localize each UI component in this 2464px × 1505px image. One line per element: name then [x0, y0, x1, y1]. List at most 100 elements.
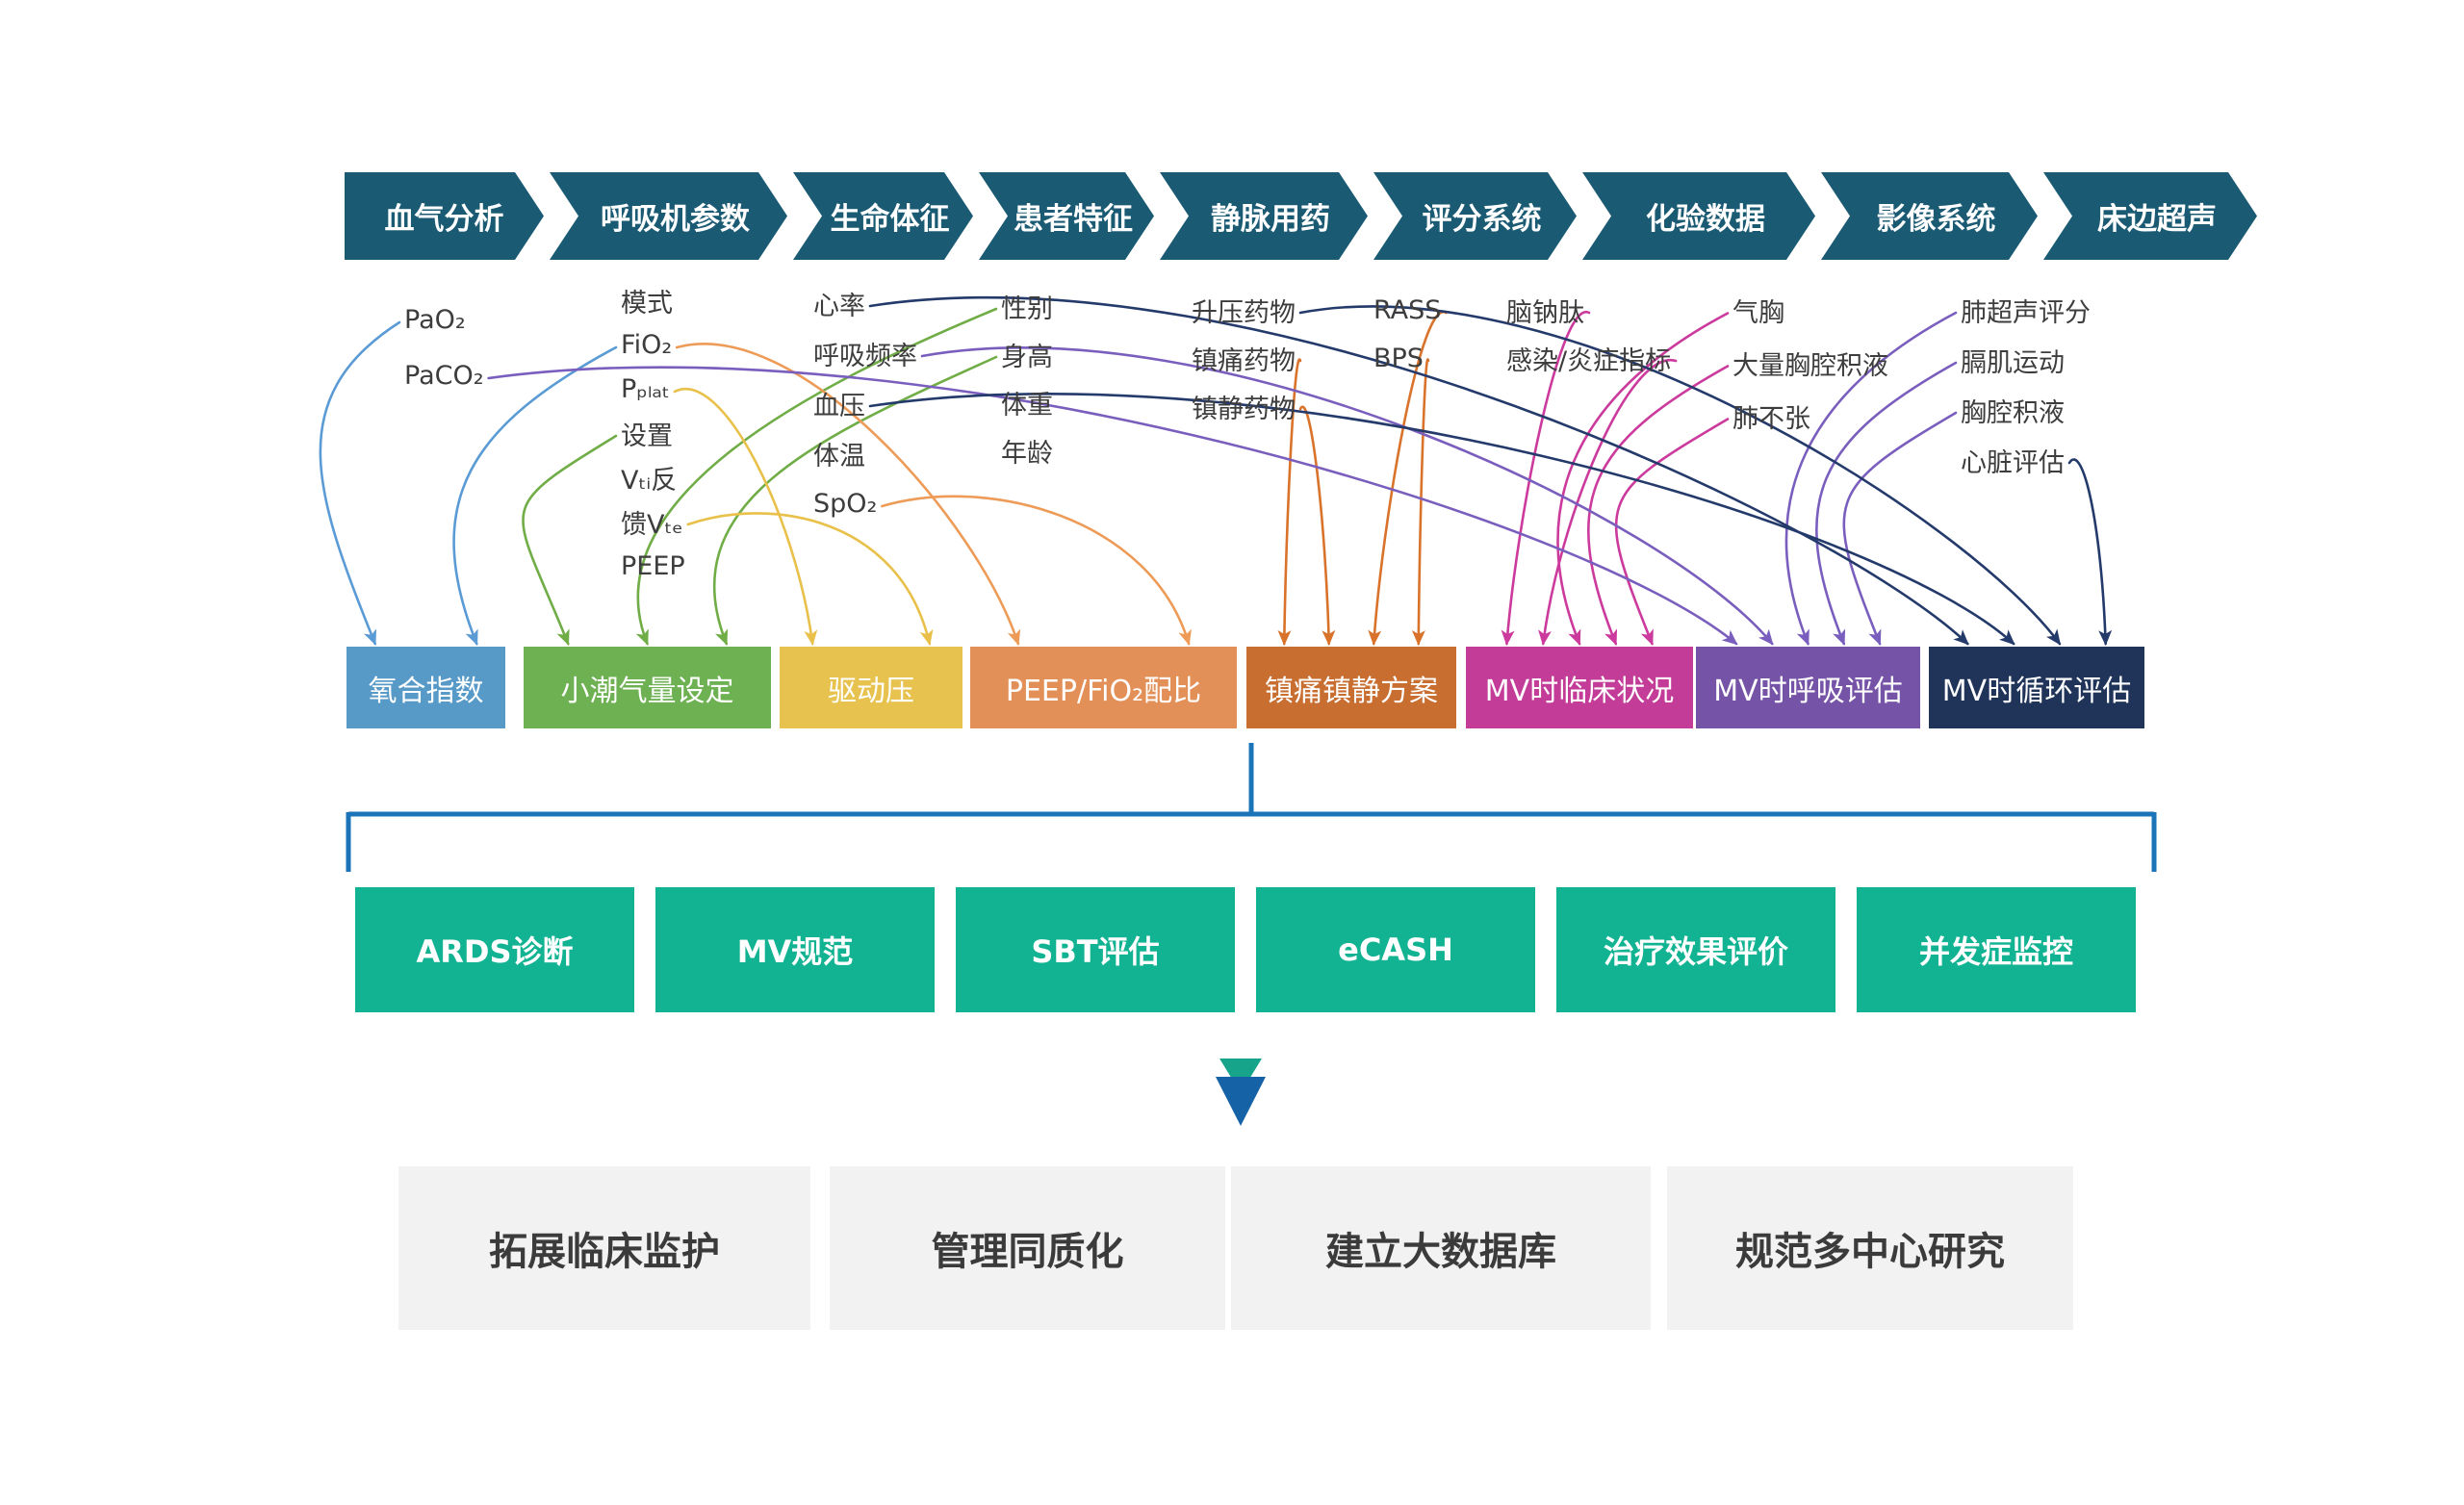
list-item: RASS: [1373, 286, 1441, 334]
item-vasopressors: 升压药物: [1192, 297, 1296, 328]
box-label: MV时临床状况: [1484, 674, 1675, 708]
item-vte: 馈Vₜₑ: [621, 509, 683, 540]
items-iv-drugs: 升压药物 镇痛药物 镇静药物: [1192, 286, 1296, 430]
list-item: 脑钠肽: [1506, 286, 1671, 334]
chevron-label: 评分系统: [1422, 202, 1542, 237]
app-box-ards-diagnosis: ARDS诊断: [355, 887, 634, 1012]
items-imaging: 气胸 大量胸腔积液 肺不张: [1732, 284, 1888, 443]
source-category-row: 血气分析 呼吸机参数 生命体征 患者特征 静脉用药 评分系统 化验数据 影像系统…: [345, 172, 2257, 260]
chevron-label: 血气分析: [384, 202, 504, 237]
item-blood-pressure: 血压: [813, 391, 865, 421]
goal-box-expand-monitoring: 拓展临床监护: [398, 1166, 810, 1330]
list-item: PEEP: [621, 544, 685, 588]
connection-arrow: [1411, 358, 1430, 646]
app-box-label: MV规范: [736, 933, 854, 970]
app-box-label: ARDS诊断: [416, 933, 574, 970]
box-mv-clinical-status: MV时临床状况: [1466, 647, 1693, 728]
down-arrow-bottom-icon: [1216, 1077, 1266, 1126]
app-box-ecash: eCASH: [1256, 887, 1535, 1012]
box-label: MV时呼吸评估: [1713, 674, 1903, 708]
list-item: SpO₂: [813, 478, 917, 528]
goal-box-homogeneous-management: 管理同质化: [830, 1166, 1225, 1330]
app-box-label: SBT评估: [1031, 933, 1160, 970]
chevron-label: 床边超声: [2097, 202, 2217, 237]
list-item: PaCO₂: [404, 347, 484, 403]
connection-arrow: [1368, 310, 1448, 646]
connection-arrow: [881, 495, 1192, 646]
item-pleural-effusion-large: 大量胸腔积液: [1732, 351, 1888, 381]
goal-box-big-database: 建立大数据库: [1231, 1166, 1651, 1330]
chevron-label: 影像系统: [1876, 202, 1996, 237]
bracket-path: [346, 743, 2157, 872]
item-fio2: FiO₂: [621, 329, 673, 360]
list-item: Pₚₗₐₜ: [621, 367, 685, 411]
list-item: 血压: [813, 378, 917, 428]
list-item: 膈肌运动: [1961, 335, 2091, 385]
item-peep: PEEP: [621, 550, 685, 581]
list-item: 馈Vₜₑ: [621, 499, 685, 544]
goal-box-label: 拓展临床监护: [489, 1230, 720, 1274]
list-item: 气胸: [1732, 284, 1888, 337]
connection-arrow: [686, 512, 934, 646]
box-label: 驱动压: [828, 674, 914, 708]
connection-arrow: [1277, 358, 1302, 646]
items-lab: 脑钠肽 感染/炎症指标: [1506, 286, 1671, 382]
items-ultrasound: 肺超声评分 膈肌运动 胸腔积液 心脏评估: [1961, 285, 2091, 485]
connections-group: [319, 296, 2113, 646]
connection-arrow: [920, 346, 1774, 646]
list-item: 镇静药物: [1192, 382, 1296, 430]
item-pleural-effusion: 胸腔积液: [1961, 397, 2065, 428]
item-bnp: 脑钠肽: [1506, 297, 1584, 328]
goal-box-label: 管理同质化: [931, 1230, 1124, 1274]
list-item: 呼吸频率: [813, 328, 917, 378]
connection-arrow: [1842, 411, 1958, 646]
connection-arrow: [673, 388, 818, 646]
box-label: PEEP/FiO₂配比: [1005, 674, 1202, 708]
app-box-complication-monitoring: 并发症监控: [1857, 887, 2136, 1012]
connection-arrow: [1784, 311, 1958, 646]
list-item: FiO₂: [621, 322, 685, 367]
item-cardiac-assessment: 心脏评估: [1961, 447, 2065, 478]
item-paco2: PaCO₂: [404, 360, 484, 391]
box-label: 氧合指数: [368, 674, 484, 708]
items-blood-gas: PaO₂ PaCO₂: [404, 292, 484, 403]
item-rass: RASS: [1373, 294, 1442, 325]
chevron-label: 生命体征: [830, 202, 950, 237]
connection-arrow: [1501, 311, 1591, 646]
item-lung-ultrasound-score: 肺超声评分: [1961, 297, 2091, 328]
connection-arrow: [487, 366, 1738, 646]
item-temperature: 体温: [813, 441, 865, 472]
chevron-iv-drugs: 静脉用药: [1160, 172, 1368, 260]
connection-arrow: [868, 393, 2015, 646]
list-item: 年龄: [1001, 426, 1053, 474]
connection-arrow: [635, 307, 998, 646]
chevron-vital-signs: 生命体征: [793, 172, 973, 260]
list-item: 模式: [621, 278, 685, 322]
item-mode: 模式: [621, 288, 673, 319]
goal-box-multicenter-research: 规范多中心研究: [1667, 1166, 2073, 1330]
list-item: 胸腔积液: [1961, 385, 2091, 435]
chevron-ventilator-params: 呼吸机参数: [550, 172, 787, 260]
list-item: PaO₂: [404, 292, 484, 347]
box-mv-circulation-assessment: MV时循环评估: [1929, 647, 2144, 728]
items-ventilator: 模式 FiO₂ Pₚₗₐₜ 设置 Vₜᵢ反 馈Vₜₑ PEEP: [621, 278, 685, 588]
app-box-mv-standard: MV规范: [655, 887, 935, 1012]
chevron-lab-data: 化验数据: [1582, 172, 1815, 260]
items-vitals: 心率 呼吸频率 血压 体温 SpO₂: [813, 278, 917, 528]
box-analgesia-sedation-plan: 镇痛镇静方案: [1246, 647, 1456, 728]
list-item: 心脏评估: [1961, 435, 2091, 485]
item-height: 身高: [1001, 342, 1053, 372]
connection-arrow: [452, 345, 618, 646]
item-resp-rate: 呼吸频率: [813, 341, 917, 371]
item-analgesics: 镇痛药物: [1192, 345, 1296, 376]
item-set: 设置: [621, 421, 673, 451]
list-item: 身高: [1001, 330, 1053, 378]
items-patient: 性别 身高 体重 年龄: [1001, 282, 1053, 474]
item-atelectasis: 肺不张: [1732, 404, 1810, 434]
app-box-sbt-assessment: SBT评估: [956, 887, 1235, 1012]
app-box-label: 治疗效果评价: [1603, 933, 1788, 970]
items-scores: RASS BPS: [1373, 286, 1441, 382]
item-weight: 体重: [1001, 390, 1053, 421]
box-oxygenation-index: 氧合指数: [346, 647, 505, 728]
